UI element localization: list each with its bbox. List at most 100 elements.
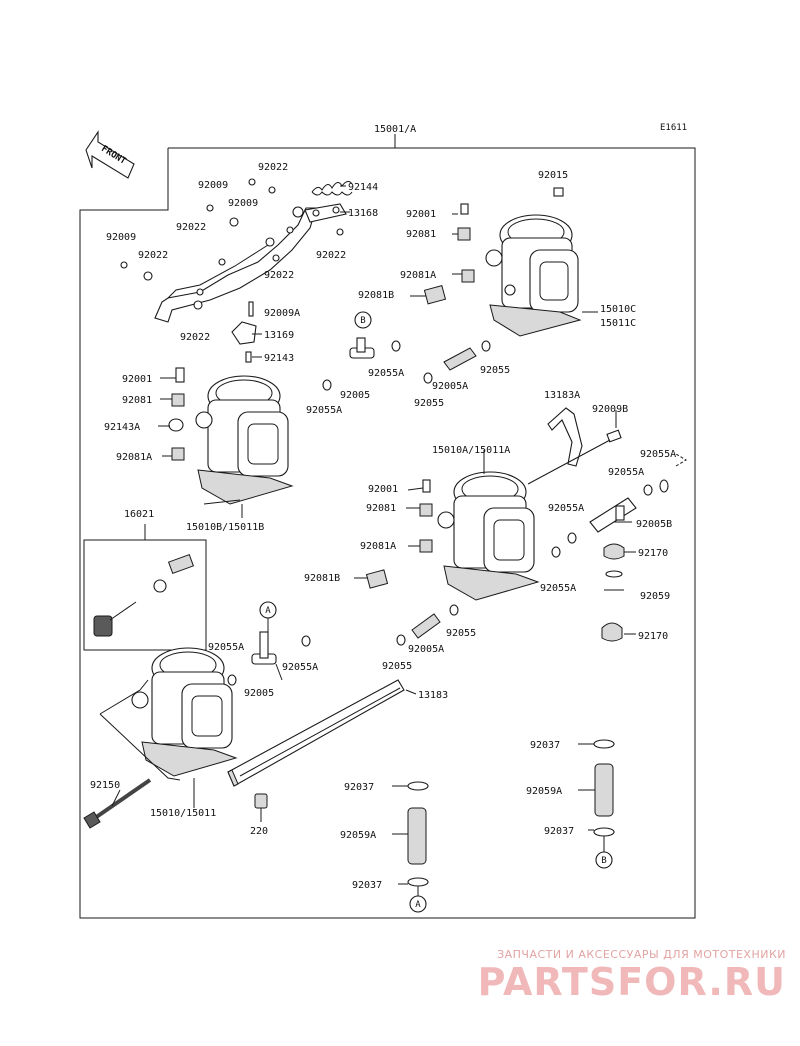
bubble-label: B bbox=[360, 316, 365, 326]
clip-92170-upper bbox=[603, 543, 625, 560]
link-plate-13168 bbox=[304, 203, 347, 223]
part-label: 92009 bbox=[198, 180, 228, 191]
clip-92170-lower bbox=[601, 622, 623, 642]
clamp-92059 bbox=[605, 570, 623, 578]
part-label: 15011C bbox=[600, 318, 636, 329]
part-label: 92144 bbox=[348, 182, 378, 193]
part-label: 92170 bbox=[638, 548, 668, 559]
washer bbox=[268, 186, 276, 194]
spring-92081A-a bbox=[419, 539, 433, 553]
bracket-13169 bbox=[231, 301, 257, 363]
hose-92005A-upper bbox=[443, 347, 477, 371]
part-label: 92005 bbox=[340, 390, 370, 401]
hose-92005A-lower bbox=[396, 613, 441, 646]
washer bbox=[206, 204, 214, 212]
part-label: 92005A bbox=[432, 381, 468, 392]
part-label: 92037 bbox=[530, 740, 560, 751]
spring-92144 bbox=[311, 180, 353, 196]
hose-92059A-left bbox=[407, 807, 427, 865]
part-label: 92001 bbox=[406, 209, 436, 220]
part-label: 15010/15011 bbox=[150, 808, 216, 819]
washer bbox=[143, 271, 153, 281]
part-label: 92081 bbox=[122, 395, 152, 406]
spring-92081A-c bbox=[461, 269, 475, 283]
part-label: 92005B bbox=[636, 519, 672, 530]
part-label: 92081A bbox=[116, 452, 152, 463]
part-label: 92143A bbox=[104, 422, 140, 433]
bracket-13183A bbox=[547, 407, 622, 467]
part-label: 92005 bbox=[244, 688, 274, 699]
part-labels: 92022 92144 92009 92009 13168 92022 9202… bbox=[90, 162, 676, 891]
part-label: 92081 bbox=[406, 229, 436, 240]
carburetor-15010 bbox=[131, 647, 238, 777]
part-label: 92022 bbox=[264, 270, 294, 281]
tee-fitting-92005-upper bbox=[322, 337, 491, 391]
spring-92081A-b bbox=[171, 447, 185, 461]
bubble-label: B bbox=[601, 856, 606, 866]
part-label: 92022 bbox=[258, 162, 288, 173]
part-label: 92009A bbox=[264, 308, 300, 319]
part-label: 92005A bbox=[408, 644, 444, 655]
kit-16021-box bbox=[83, 524, 207, 651]
oring-92055A bbox=[567, 532, 577, 544]
part-label: 92055 bbox=[414, 398, 444, 409]
part-label: 13183A bbox=[544, 390, 580, 401]
part-label: 92059A bbox=[526, 786, 562, 797]
washer bbox=[120, 261, 128, 269]
part-label: 92009 bbox=[106, 232, 136, 243]
part-label: 92055A bbox=[548, 503, 584, 514]
washer bbox=[229, 217, 239, 227]
carburetor-15010C bbox=[485, 214, 582, 337]
part-label: 92170 bbox=[638, 631, 668, 642]
part-label: 92055A bbox=[640, 449, 676, 460]
front-arrow-icon: FRONT bbox=[85, 130, 135, 179]
spring-92081-b bbox=[171, 393, 185, 407]
bubble-label: A bbox=[415, 900, 421, 910]
watermark-logo: PARTSFOR.RU bbox=[477, 960, 786, 1004]
part-label: 92015 bbox=[538, 170, 568, 181]
oring-92055 bbox=[449, 604, 459, 616]
part-label: 13183 bbox=[418, 690, 448, 701]
part-label: 92081 bbox=[366, 503, 396, 514]
part-label: 16021 bbox=[124, 509, 154, 520]
part-label: 92037 bbox=[352, 880, 382, 891]
watermark-subtitle: ЗАПЧАСТИ И АКСЕССУАРЫ ДЛЯ МОТОТЕХНИКИ bbox=[497, 948, 786, 961]
hose-92059A-right bbox=[594, 763, 614, 817]
carburetor-15010A bbox=[437, 471, 540, 601]
leader-lines bbox=[111, 185, 636, 885]
part-label: 92059 bbox=[640, 591, 670, 602]
clamp-92037 bbox=[593, 827, 615, 837]
spring-92081-a bbox=[419, 503, 433, 517]
part-label: 92009B bbox=[592, 404, 628, 415]
part-label: 92022 bbox=[316, 250, 346, 261]
spring-92081B-a bbox=[365, 569, 389, 589]
part-label: 92055A bbox=[540, 583, 576, 594]
part-label: 15010B/15011B bbox=[186, 522, 264, 533]
screw-92001-a bbox=[422, 479, 431, 493]
part-label: 92055 bbox=[446, 628, 476, 639]
screw-92001-b bbox=[175, 367, 185, 383]
throttle-linkage-bracket bbox=[154, 206, 317, 323]
bubble-ref bbox=[409, 895, 427, 913]
washer bbox=[193, 300, 203, 310]
washer bbox=[336, 228, 344, 236]
part-label: 92055A bbox=[282, 662, 318, 673]
part-label: 92055 bbox=[382, 661, 412, 672]
part-label: 92143 bbox=[264, 353, 294, 364]
washer bbox=[286, 226, 294, 234]
part-label: 92037 bbox=[544, 826, 574, 837]
washer bbox=[272, 254, 280, 262]
part-label: 220 bbox=[250, 826, 268, 837]
bubble-ref bbox=[354, 311, 372, 329]
part-label: 92022 bbox=[180, 332, 210, 343]
part-label: 92055A bbox=[208, 642, 244, 653]
part-label: 13169 bbox=[264, 330, 294, 341]
part-label: 92001 bbox=[368, 484, 398, 495]
bolt-92150 bbox=[83, 778, 152, 829]
part-label: 92001 bbox=[122, 374, 152, 385]
plug-92143A bbox=[168, 418, 184, 432]
tee-fitting-92005B bbox=[589, 479, 669, 533]
group-label: 15001/A bbox=[374, 124, 416, 135]
screw-220 bbox=[254, 793, 268, 809]
